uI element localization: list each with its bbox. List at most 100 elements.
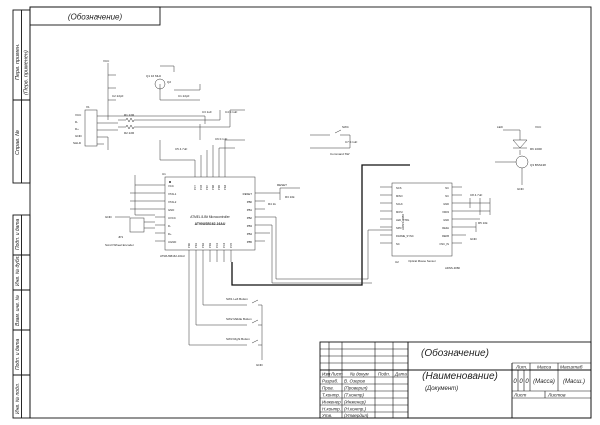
- sheets-label: Листов: [547, 393, 566, 399]
- header-sign: Подп.: [378, 372, 390, 377]
- side-label-dup-inv: Инв. № дубл.: [15, 255, 21, 286]
- sensor-pin-r2: NC: [445, 194, 449, 198]
- sensor-pin-r3: GND: [443, 202, 449, 206]
- person-approved: (Утвердил): [344, 413, 369, 418]
- switch-middle: SW2 Middle Button: [226, 317, 252, 321]
- mcu-part: AT90USB162-16AU: [195, 222, 226, 226]
- sensor-part-vert: ADNS-3080: [401, 214, 405, 230]
- person-engineer: (Инженер): [344, 400, 366, 405]
- title-designation: (Обозначение): [421, 347, 489, 359]
- sensor-pin-r6: REFA: [442, 226, 449, 230]
- vcc-label-1: VCC: [103, 59, 110, 63]
- role-tech-control: Т.контр.: [322, 393, 340, 398]
- led-diode: [512, 139, 528, 149]
- jumper-label: Scroll Wheel Encoder: [105, 243, 134, 247]
- res-label-r1: R1 22R: [124, 113, 135, 117]
- role-norm-control: Н.контр.: [322, 407, 341, 412]
- side-label-first-use-sub: (Перв. применен): [24, 50, 30, 95]
- reset-res-label: R3 10k: [285, 195, 295, 199]
- mcu-pin-b3: PD2: [201, 242, 205, 248]
- mcu-pin-t1: PC7: [193, 184, 197, 190]
- mcu-pin-r7: PB5: [247, 240, 253, 244]
- mosfet-q3: [515, 155, 529, 169]
- mcu-pin-t2: PC6: [199, 184, 203, 190]
- person-checked: (Проверил): [344, 386, 368, 391]
- title-name: (Наименование): [422, 371, 498, 382]
- cap-label-7: C7 0.1uF: [345, 140, 358, 144]
- mass-value: (Масса): [533, 379, 555, 385]
- side-label-repl-inv: Взам. инв. №: [15, 294, 21, 326]
- mcu-pin-r1: RESET: [243, 192, 253, 196]
- mcu-pin-r2: PB0: [247, 200, 253, 204]
- mcu-ref: U1: [162, 172, 166, 176]
- sensor-ref: U2: [395, 260, 399, 264]
- person-tech-control: (Т.контр): [344, 393, 364, 398]
- scale-label: Масштаб: [560, 365, 583, 371]
- person-developer: В. Озеров: [344, 379, 366, 384]
- spi-bus: [231, 164, 410, 286]
- role-approved: Утв.: [322, 413, 332, 418]
- res-label-r4: R4 1k: [268, 202, 276, 206]
- mosfet-label: Q3 BSS138: [530, 163, 546, 167]
- lit-cell-2: 0: [519, 379, 523, 385]
- mcu-pin-l2: XTAL1: [168, 192, 177, 196]
- sensor-pin-l6: NPD: [396, 226, 402, 230]
- usb-pin-dm: D-: [75, 120, 78, 124]
- led-label: LED: [497, 125, 504, 129]
- mcu-u1: U1 ATMEL 8-Bit Microcontroller AT90USB16…: [130, 137, 265, 262]
- usb-pin-gnd: GND: [75, 134, 83, 138]
- cap-label-5: C5 4.7uF: [175, 147, 188, 151]
- mcu-pin-b4: PD3: [208, 242, 212, 248]
- lit-label: Лит.: [515, 365, 527, 371]
- mcu-pin-l1: VCC: [168, 184, 174, 188]
- sensor-pin-l4: MOSI: [396, 210, 403, 214]
- header-doc-no: № докум: [350, 372, 369, 377]
- sensor-u2: U2 Optical Mouse Sensor ADNS-3080 ADNS-3…: [380, 182, 491, 270]
- cap-label-8: C8 4.7uF: [470, 193, 483, 197]
- person-norm-control: (Н.контр.): [344, 407, 367, 412]
- buttons-section: SW1 Left Button SW2 Middle Button SW3 Ri…: [188, 262, 264, 367]
- mcu-pin-b2: PD1: [194, 242, 198, 248]
- vcc-label-2: VCC: [535, 125, 542, 129]
- mcu-pin-b5: PC2: [215, 242, 219, 248]
- led-driver: LED Q3 BSS138 R6 100R VCC GND: [495, 125, 546, 191]
- mcu-pin-l8: UGND: [168, 240, 176, 244]
- cap-label-3: C3 1uF: [202, 110, 212, 114]
- sensor-pin-r5: GND: [443, 218, 449, 222]
- switch-right: SW3 Right Button: [226, 337, 250, 341]
- header-date: Дата: [394, 372, 407, 377]
- lit-cell-3: 0: [525, 379, 529, 385]
- sensor-pin-l3: SCLK: [396, 202, 403, 206]
- cap-label-4: C4 0.1uF: [225, 110, 238, 114]
- mcu-pin-l7: D+: [168, 232, 172, 236]
- role-engineer: Инженер: [322, 400, 341, 405]
- mcu-pin-r6: PB4: [247, 232, 253, 236]
- usb-connector: X1 VCC D- D+ GND SHLD R1 22R R2 22R C3 1…: [73, 105, 245, 150]
- mcu-pin-t3: PD7: [205, 184, 209, 190]
- mcu-pin-b1: PD0: [187, 242, 191, 248]
- command-switch: SW4 Command SW C7 0.1uF: [310, 125, 358, 156]
- sensor-pin-l5: LED_CTRL: [396, 218, 410, 222]
- side-label-sign-date-1: Подп. и дата: [15, 218, 21, 250]
- mcu-pin-l3: XTAL2: [168, 200, 177, 204]
- mcu-pin-b6: PC4: [222, 242, 226, 248]
- sensor-pin-r8: OSC_IN: [439, 242, 449, 246]
- oscillator-section: VCC Q2 Q1 16 MHz C1 22pF C2 22pF: [103, 59, 201, 120]
- sheet-label: Лист: [513, 393, 526, 399]
- res-label-r6: R6 100R: [530, 147, 543, 151]
- gnd-label-sensor: GND: [470, 237, 478, 241]
- side-label-ref-no: Справ. №: [15, 130, 21, 155]
- lit-cell-1: 0: [513, 379, 517, 385]
- sensor-pin-r1: NC: [445, 186, 449, 190]
- mcu-part-below: AT90USB162-16AU: [160, 254, 185, 258]
- mcu-pin-l6: D-: [168, 224, 171, 228]
- mcu-pin-b7: PC5: [229, 242, 233, 248]
- side-column-bottom: Подп. и дата Инв. № дубл. Взам. инв. № П…: [12, 214, 31, 419]
- cap-label-1: C1 22pF: [178, 94, 190, 98]
- title-block: (Обозначение) (Наименование) (Документ) …: [319, 341, 592, 419]
- mcu-pin-t4: PD6: [211, 184, 215, 190]
- sensor-part: ADNS-3080: [445, 266, 460, 270]
- scale-value: (Масш.): [563, 379, 585, 385]
- scroll-encoder: JP1 Scroll Wheel Encoder GND: [105, 215, 155, 247]
